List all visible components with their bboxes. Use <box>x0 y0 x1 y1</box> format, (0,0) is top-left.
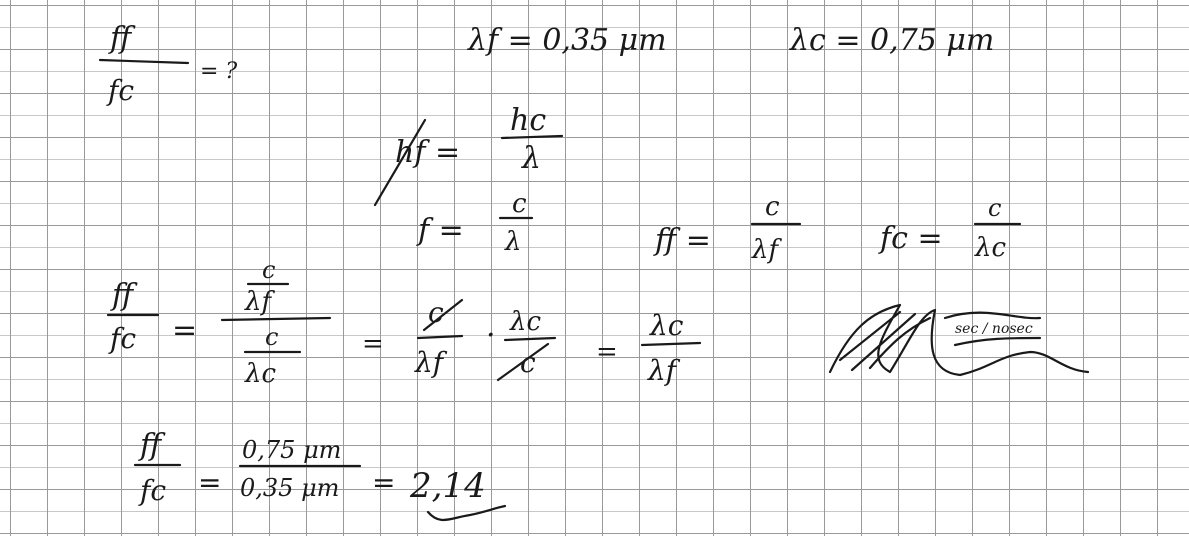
photon-energy-fraction-bar <box>500 134 564 140</box>
compound-bottom-denominator: λc <box>244 359 276 389</box>
photon-energy-denominator: λ <box>521 141 541 176</box>
result-numerator: λc <box>649 309 684 342</box>
result-fraction-bar <box>640 341 702 347</box>
frequency-denominator: λ <box>504 227 521 257</box>
term2-cancel-stroke <box>496 342 550 382</box>
compound-top-numerator: c <box>262 256 275 284</box>
ratio-equals-question: = ? <box>200 59 237 84</box>
fc-lhs: fc = <box>878 221 943 256</box>
term1-denominator: λf <box>414 346 448 379</box>
value-denominator: 0,35 μm <box>240 474 339 502</box>
term2-numerator: λc <box>509 307 541 337</box>
row5-equals-1: = <box>198 466 221 499</box>
final-answer: 2,14 <box>409 466 486 506</box>
frequency-numerator: c <box>512 189 527 219</box>
row5-lhs-denominator: fc <box>138 474 166 507</box>
row4-equals-3: = <box>596 337 618 367</box>
ratio-fraction-bar <box>98 58 190 65</box>
term1-numerator: c <box>428 296 444 329</box>
fc-denominator: λc <box>974 233 1006 263</box>
lambda-f-value: λf = 0,35 μm <box>467 23 667 58</box>
value-numerator: 0,75 μm <box>242 436 341 464</box>
photon-energy-numerator: hc <box>510 103 546 138</box>
frequency-lhs: f = <box>416 213 464 248</box>
result-denominator: λf <box>647 354 681 387</box>
row4-lhs-numerator: ff <box>110 278 138 313</box>
term1-cancel-stroke <box>422 298 464 332</box>
term1-fraction-bar <box>416 334 464 340</box>
answer-underline <box>426 504 507 521</box>
row5-equals-2: = <box>372 466 395 499</box>
compound-main-bar <box>220 316 332 322</box>
row5-lhs-numerator: ff <box>138 428 166 463</box>
compound-top-denominator: λf <box>244 287 275 317</box>
ratio-denominator: fc <box>106 74 134 107</box>
row4-lhs-denominator: fc <box>108 322 136 355</box>
term2-fraction-bar <box>503 336 557 342</box>
compound-bottom-numerator: c <box>265 323 278 351</box>
ff-numerator: c <box>765 192 780 222</box>
dot-operator: · <box>486 318 496 353</box>
ff-denominator: λf <box>751 235 782 265</box>
ratio-numerator: ff <box>108 21 136 56</box>
row4-equals-1: = <box>172 313 197 348</box>
lambda-c-value: λc = 0,75 μm <box>789 23 994 58</box>
row4-equals-2: = <box>362 329 384 359</box>
ff-lhs: ff = <box>653 223 711 258</box>
scribble-mark <box>828 303 1090 377</box>
fc-numerator: c <box>988 194 1001 222</box>
scribbled-text: sec / nosec <box>955 321 1033 337</box>
cross-out-stroke <box>373 118 427 207</box>
